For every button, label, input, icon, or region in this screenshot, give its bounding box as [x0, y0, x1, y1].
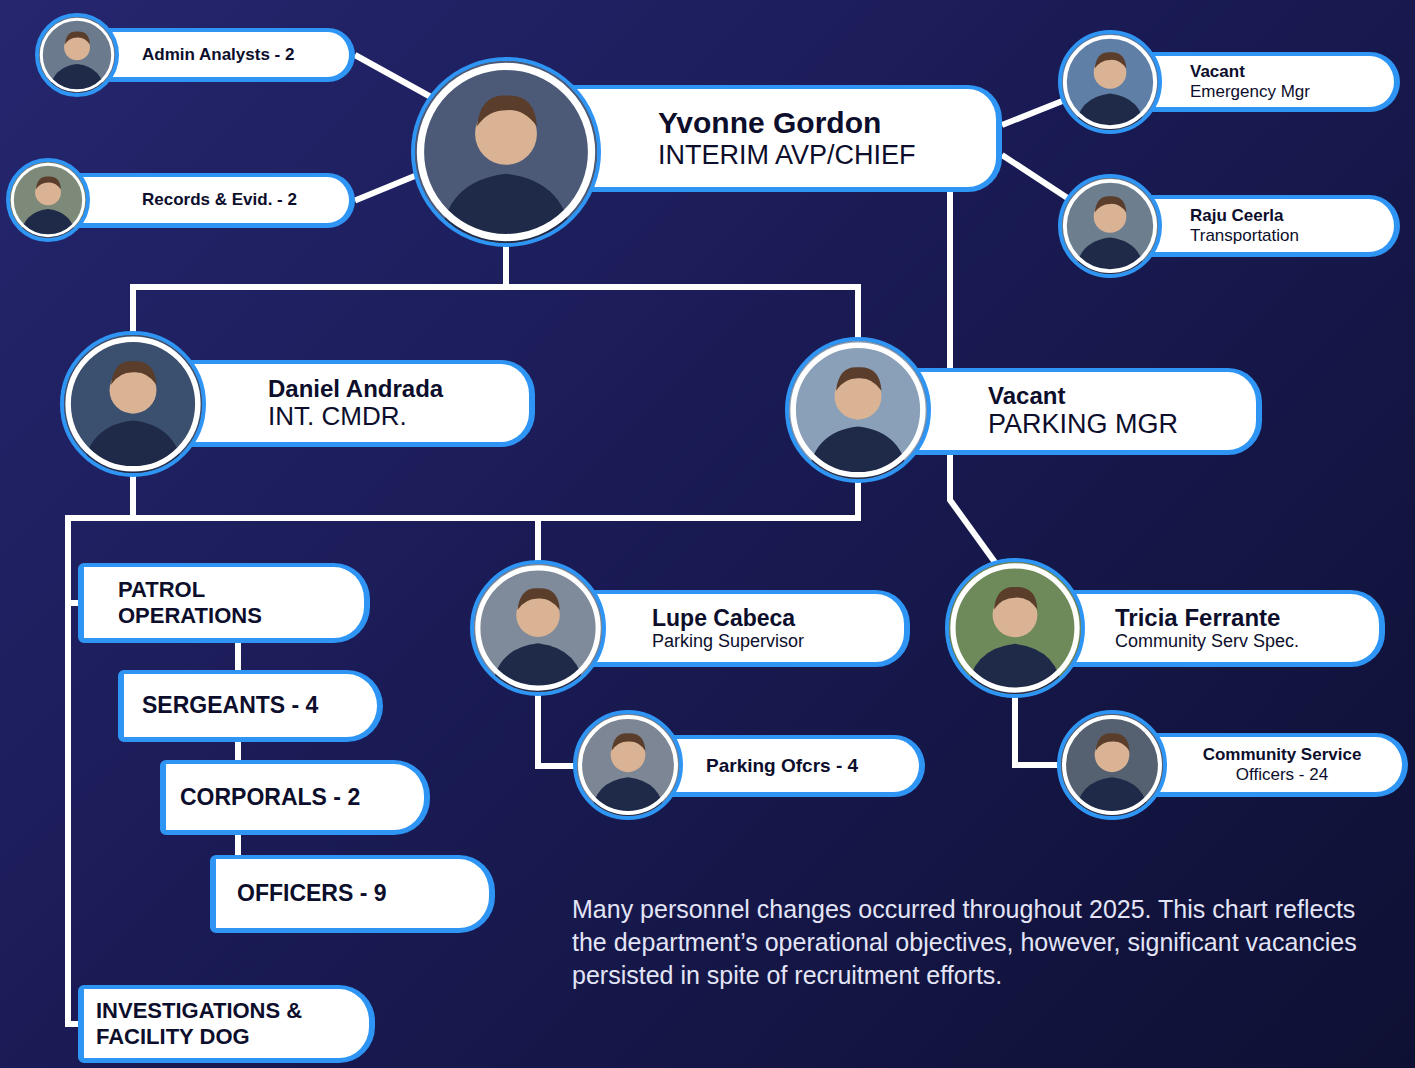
portrait-photo [6, 158, 90, 242]
portrait-photo [1058, 30, 1162, 134]
portrait-figure [415, 61, 597, 243]
box-subtitle: INT. CMDR. [268, 402, 507, 432]
org-connector [235, 643, 241, 670]
caption-note: Many personnel changes occurred througho… [572, 893, 1382, 992]
portrait-photo [1058, 174, 1162, 278]
org-connector [538, 455, 858, 590]
box-subtitle: PARKING MGR [988, 409, 1234, 440]
portrait-photo [945, 558, 1085, 698]
box-heading: Records & Evid. - 2 [142, 190, 327, 209]
portrait-figure [1061, 714, 1163, 816]
org-box: Lupe CabecaParking Supervisor [538, 590, 910, 667]
box-heading: Admin Analysts - 2 [142, 45, 327, 64]
org-box: PATROL OPERATIONS [78, 563, 370, 643]
portrait-photo [60, 331, 206, 477]
box-heading: Yvonne Gordon [658, 106, 974, 140]
org-box: Yvonne GordonINTERIM AVP/CHIEF [506, 85, 1002, 192]
org-box: Tricia FerranteCommunity Serv Spec. [1015, 590, 1385, 667]
org-box: Parking Ofcrs - 4 [628, 735, 925, 797]
box-heading: INVESTIGATIONS & FACILITY DOG [96, 998, 346, 1048]
portrait-photo [573, 710, 683, 820]
box-heading: Vacant [988, 382, 1234, 409]
box-subtitle: INTERIM AVP/CHIEF [658, 140, 974, 171]
org-box: Admin Analysts - 2 [77, 28, 355, 82]
portrait-figure [474, 564, 602, 692]
portrait-figure [577, 714, 679, 816]
box-heading: Vacant [1190, 62, 1372, 81]
org-box: INVESTIGATIONS & FACILITY DOG [78, 985, 375, 1063]
portrait-photo [411, 57, 601, 247]
org-box: OFFICERS - 9 [210, 855, 495, 933]
org-connector [235, 742, 241, 760]
box-heading: OFFICERS - 9 [237, 880, 467, 906]
portrait-figure [10, 162, 86, 238]
portrait-figure [39, 17, 115, 93]
org-box: Records & Evid. - 2 [48, 173, 355, 228]
org-connector [235, 835, 241, 855]
box-heading: CORPORALS - 2 [180, 784, 402, 810]
portrait-figure [64, 335, 202, 473]
portrait-photo [35, 13, 119, 97]
org-box: VacantEmergency Mgr [1110, 52, 1400, 112]
org-box: SERGEANTS - 4 [118, 670, 383, 742]
portrait-figure [949, 562, 1081, 694]
portrait-figure [1062, 34, 1158, 130]
box-heading: PATROL OPERATIONS [118, 577, 318, 627]
box-heading: Parking Ofcrs - 4 [706, 755, 897, 777]
portrait-photo [1057, 710, 1167, 820]
box-heading: Tricia Ferrante [1115, 604, 1357, 631]
box-subtitle: Community Serv Spec. [1115, 631, 1357, 652]
portrait-photo [470, 560, 606, 696]
box-heading: Community Service [1184, 745, 1380, 764]
portrait-figure [789, 341, 927, 479]
org-box: CORPORALS - 2 [160, 760, 430, 835]
box-subtitle: Officers - 24 [1184, 765, 1380, 784]
box-heading: Raju Ceerla [1190, 206, 1372, 225]
org-box: Community ServiceOfficers - 24 [1112, 733, 1408, 797]
box-heading: Daniel Andrada [268, 375, 507, 402]
box-subtitle: Emergency Mgr [1190, 82, 1372, 101]
box-heading: Lupe Cabeca [652, 605, 882, 631]
box-heading: SERGEANTS - 4 [142, 692, 355, 718]
portrait-photo [785, 337, 931, 483]
org-box: VacantPARKING MGR [858, 368, 1262, 455]
org-box: Daniel AndradaINT. CMDR. [133, 360, 535, 447]
box-subtitle: Parking Supervisor [652, 631, 882, 652]
portrait-figure [1062, 178, 1158, 274]
box-subtitle: Transportation [1190, 226, 1372, 245]
org-box: Raju CeerlaTransportation [1110, 195, 1400, 257]
